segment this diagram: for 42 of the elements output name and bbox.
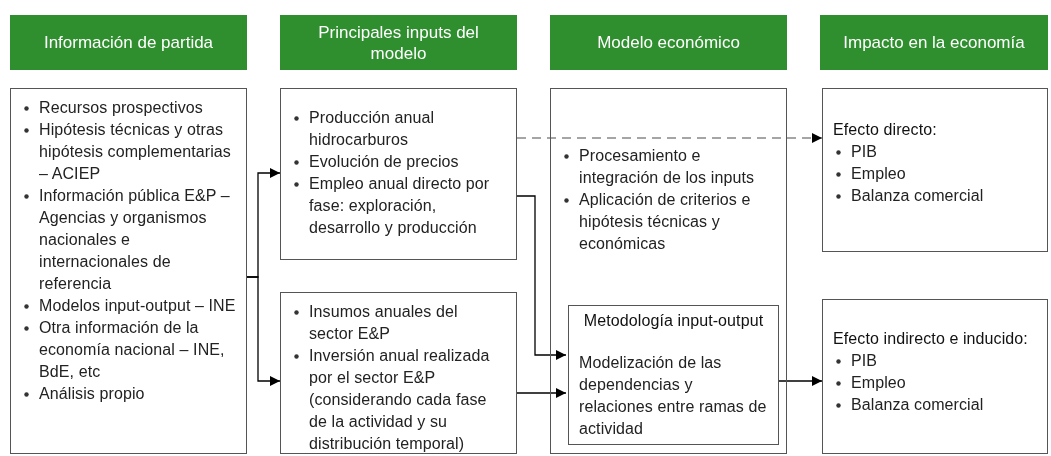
- bullet-text: Empleo anual directo por fase: exploración, desarrollo y producción: [309, 175, 490, 236]
- bullet-text: Evolución de precios: [309, 153, 459, 170]
- text-box: [280, 292, 517, 454]
- arrow: [516, 133, 823, 143]
- bullet-text: Producción anual hidrocarburos: [309, 109, 435, 148]
- box-heading: Efecto indirecto e inducido:: [833, 329, 1029, 349]
- bullet-text: PIB: [851, 352, 878, 369]
- column-header-text: Impacto en la economía: [843, 32, 1025, 53]
- column-header-text: Principales inputs del modelo: [317, 21, 480, 64]
- bullet-text: Empleo: [851, 374, 906, 391]
- arrow: [516, 195, 567, 360]
- column-header-text: Modelo económico: [597, 32, 740, 53]
- column-header-text: Información de partida: [43, 32, 214, 53]
- column-header: [280, 15, 517, 70]
- text-box: [568, 305, 779, 445]
- box-heading: Metodología input-output: [582, 311, 765, 331]
- column-header: [10, 15, 247, 70]
- column-header: [820, 15, 1048, 70]
- text-box: [280, 88, 517, 260]
- bullet-text: Inversión anual realizada por el sector E&P (considerando cada fase de la actividad y su distribución temporal): [309, 347, 490, 452]
- bullet-text: Análisis propio: [39, 385, 145, 402]
- text-box: [10, 88, 247, 454]
- bullet-text: Recursos prospectivos: [39, 99, 203, 116]
- column-header: [550, 15, 787, 70]
- text-box: [822, 88, 1048, 252]
- bullet-text: Procesamiento e integración de los inputs: [579, 147, 755, 186]
- bullet-text: Aplicación de criterios e hipótesis técnicas y económicas: [579, 191, 751, 252]
- box-description: Modelización de las dependencias y relaciones entre ramas de actividad: [579, 353, 768, 439]
- bullet-text: PIB: [851, 143, 878, 160]
- bullet-text: Hipótesis técnicas y otras hipótesis complementarias – ACIEP: [39, 121, 231, 182]
- bullet-text: Modelos input-output – INE: [39, 297, 236, 314]
- arrow: [516, 388, 567, 398]
- bullet-text: Empleo: [851, 165, 906, 182]
- arrow: [246, 276, 281, 386]
- bullet-text: Balanza comercial: [851, 396, 984, 413]
- box-heading: Efecto directo:: [833, 120, 938, 140]
- bullet-text: Otra información de la economía nacional – INE, BdE, etc: [39, 319, 225, 380]
- bullet-text: Insumos anuales del sector E&P: [309, 303, 458, 342]
- bullet-text: Balanza comercial: [851, 187, 984, 204]
- text-box: [822, 299, 1048, 454]
- bullet-text: Información pública E&P – Agencias y organismos nacionales e internacionales de referencia: [39, 187, 230, 292]
- text-box: [550, 88, 787, 454]
